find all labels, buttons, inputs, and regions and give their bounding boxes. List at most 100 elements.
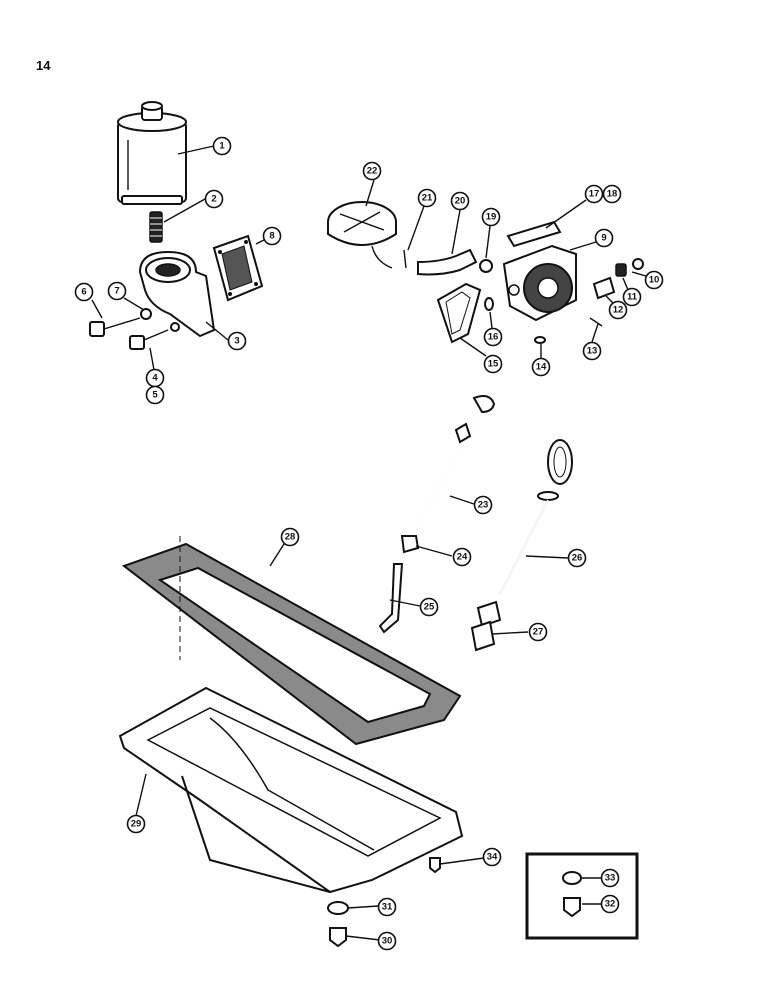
cap — [632, 258, 644, 270]
svg-text:1: 1 — [219, 141, 225, 152]
svg-text:2: 2 — [211, 194, 216, 205]
oil-filter-canister — [117, 101, 187, 205]
svg-text:25: 25 — [424, 602, 435, 613]
callout-29: 29 — [126, 814, 146, 834]
svg-text:21: 21 — [422, 193, 433, 204]
spring — [615, 263, 627, 277]
page-number: 14 — [36, 58, 51, 73]
oil-filter-group — [89, 101, 264, 350]
drain-plug — [329, 927, 347, 948]
drain-plug-gasket — [327, 901, 349, 915]
filter-stud — [149, 211, 163, 243]
small-o-ring — [484, 297, 494, 311]
svg-text:32: 32 — [605, 899, 616, 910]
dipstick-tube — [378, 563, 404, 634]
callout-34: 34 — [482, 847, 502, 867]
svg-text:3: 3 — [234, 336, 239, 347]
plug — [534, 336, 546, 344]
short-bolt — [129, 322, 180, 350]
callout-25: 25 — [419, 597, 439, 617]
svg-text:14: 14 — [536, 362, 547, 373]
svg-text:6: 6 — [81, 287, 86, 298]
svg-text:20: 20 — [455, 196, 466, 207]
oil-pan-gasket — [121, 536, 462, 746]
sleeve-upper — [476, 600, 502, 628]
callout-27: 27 — [528, 622, 548, 642]
svg-text:11: 11 — [627, 292, 638, 303]
pipe-plug — [429, 857, 441, 874]
callout-1: 1 — [212, 136, 232, 156]
callout-31: 31 — [377, 897, 397, 917]
svg-text:7: 7 — [114, 286, 119, 297]
oil-pan — [118, 686, 464, 894]
dipstick-group — [378, 395, 573, 652]
callouts: 1 2 3 4 5 6 7 8 9 10 11 12 13 14 15 16 1… — [74, 136, 664, 951]
svg-text:24: 24 — [457, 552, 468, 563]
svg-text:10: 10 — [649, 275, 660, 286]
callout-16: 16 — [483, 327, 503, 347]
svg-text:19: 19 — [486, 212, 497, 223]
relief-valve — [592, 276, 616, 300]
sleeve-lower — [470, 620, 496, 652]
svg-text:30: 30 — [382, 936, 393, 947]
svg-text:27: 27 — [533, 627, 544, 638]
svg-text:26: 26 — [572, 553, 583, 564]
svg-text:9: 9 — [601, 233, 606, 244]
washer — [140, 308, 152, 320]
callout-11: 11 — [622, 287, 642, 307]
svg-text:33: 33 — [605, 873, 616, 884]
svg-text:28: 28 — [285, 532, 296, 543]
svg-text:4: 4 — [152, 373, 158, 384]
callout-23: 23 — [473, 495, 493, 515]
grommet — [400, 535, 420, 554]
pin — [403, 249, 407, 269]
svg-text:31: 31 — [382, 902, 393, 913]
callout-17: 17 — [584, 184, 604, 204]
oil-pump-body — [502, 244, 577, 322]
callout-15: 15 — [483, 354, 503, 374]
drain-fittings — [327, 857, 441, 948]
svg-text:29: 29 — [131, 819, 142, 830]
leader-lines — [91, 145, 647, 941]
dipstick — [419, 395, 496, 521]
callout-4: 4 — [145, 368, 165, 388]
callout-3: 3 — [227, 331, 247, 351]
callout-10: 10 — [644, 270, 664, 290]
callout-5: 5 — [145, 385, 165, 405]
callout-2: 2 — [204, 189, 224, 209]
svg-text:34: 34 — [487, 852, 498, 863]
suction-screen — [327, 201, 397, 269]
callout-28: 28 — [280, 527, 300, 547]
svg-text:5: 5 — [152, 390, 158, 401]
callout-12: 12 — [608, 300, 628, 320]
svg-text:16: 16 — [488, 332, 499, 343]
callout-33: 33 — [600, 868, 620, 888]
svg-text:22: 22 — [367, 166, 378, 177]
callout-22: 22 — [362, 161, 382, 181]
svg-text:12: 12 — [613, 305, 624, 316]
callout-30: 30 — [377, 931, 397, 951]
svg-text:8: 8 — [269, 231, 274, 242]
filter-base — [138, 250, 216, 338]
callout-6: 6 — [74, 282, 94, 302]
svg-text:13: 13 — [587, 346, 598, 357]
suction-tube — [417, 248, 478, 276]
svg-text:18: 18 — [607, 189, 618, 200]
callout-26: 26 — [567, 548, 587, 568]
callout-18: 18 — [602, 184, 622, 204]
callout-20: 20 — [450, 191, 470, 211]
dipstick-alt — [499, 439, 573, 595]
callout-13: 13 — [582, 341, 602, 361]
pump-gasket — [436, 282, 482, 344]
callout-21: 21 — [417, 188, 437, 208]
o-ring — [479, 259, 493, 273]
roll-pin — [589, 317, 603, 327]
long-bolt — [89, 317, 141, 337]
svg-text:23: 23 — [478, 500, 489, 511]
callout-9: 9 — [594, 228, 614, 248]
callout-24: 24 — [452, 547, 472, 567]
callout-14: 14 — [531, 357, 551, 377]
callout-8: 8 — [262, 226, 282, 246]
